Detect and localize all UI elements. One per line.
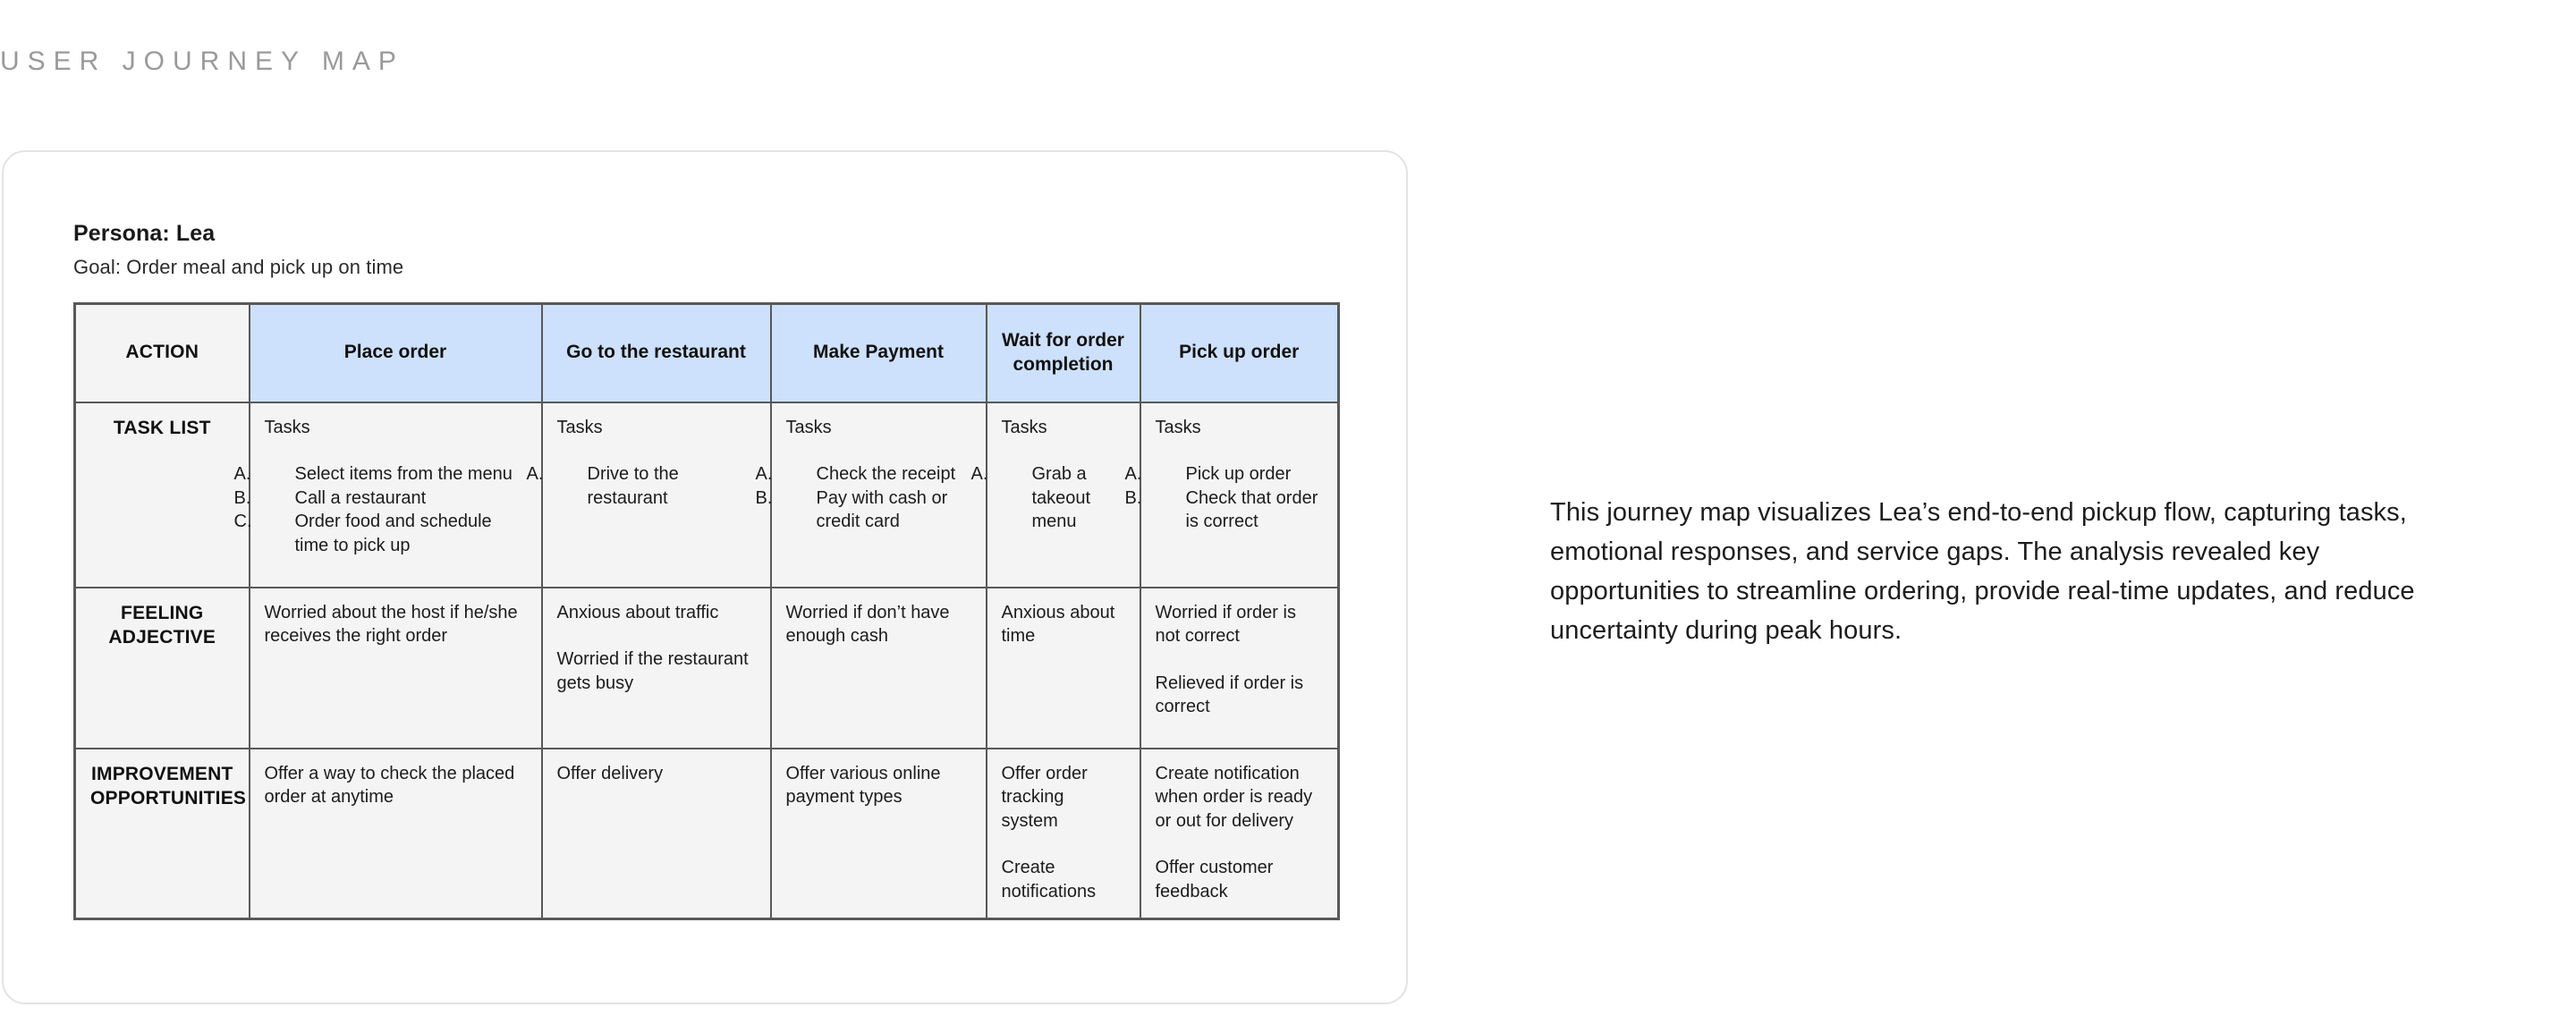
task-marker: A.: [233, 464, 251, 485]
cell-text-block: Worried about the host if he/she receive…: [264, 602, 518, 647]
task-marker: A.: [755, 464, 773, 485]
cell-text-block: Worried if don’t have enough cash: [785, 602, 950, 647]
cell-feeling-place-order: Worried about the host if he/she receive…: [248, 586, 543, 749]
task-marker: B.: [1124, 487, 1142, 508]
cell-lead-label: Tasks: [264, 417, 310, 437]
page-title: USER JOURNEY MAP: [0, 47, 404, 77]
cell-text-block: Offer various online payment types: [785, 763, 941, 808]
persona-goal: Goal: Order meal and pick up on time: [73, 256, 404, 278]
header-stage-wait-for-order-completion: Wait for order completion: [985, 302, 1141, 403]
cell-lead-label: Tasks: [1001, 417, 1047, 437]
cell-task-item: A.Pick up order: [1124, 462, 1324, 487]
cell-text-block: Create notification when order is ready …: [1155, 763, 1313, 831]
cell-text-block: Offer a way to check the placed order at…: [264, 763, 515, 808]
task-marker: B.: [755, 487, 773, 508]
cell-text-block: Offer customer feedback: [1155, 858, 1274, 901]
cell-task-list: A.Grab a takeout menu: [970, 462, 1125, 534]
table-header-row: ACTION Place order Go to the restaurant …: [73, 302, 1340, 403]
header-stage-make-payment: Make Payment: [769, 302, 987, 403]
header-action-label: ACTION: [73, 302, 250, 403]
cell-lead-label: Tasks: [785, 417, 832, 437]
cell-lead-label: Tasks: [556, 417, 603, 437]
journey-map-card: Persona: Lea Goal: Order meal and pick u…: [2, 150, 1408, 1004]
header-stage-place-order: Place order: [248, 302, 543, 403]
task-marker: C.: [233, 512, 252, 532]
persona-name: Persona: Lea: [73, 221, 216, 246]
cell-lead-label: Tasks: [1155, 417, 1201, 437]
task-marker: B.: [233, 487, 251, 508]
cell-text-block: Worried if the restaurant gets busy: [556, 649, 749, 693]
row-label-improvement-opportunities: IMPROVEMENT OPPORTUNITIES: [73, 747, 250, 920]
cell-text-block: Anxious about traffic: [556, 602, 719, 622]
cell-task-item: B.Call a restaurant: [233, 487, 527, 511]
cell-task-item: A.Select items from the menu: [233, 462, 527, 487]
task-marker: A.: [526, 464, 544, 485]
cell-text-block: Offer delivery: [556, 763, 664, 783]
cell-feeling-make-payment: Worried if don’t have enough cash: [769, 586, 987, 749]
cell-text-block: Anxious about time: [1001, 602, 1115, 647]
header-stage-go-to-the-restaurant: Go to the restaurant: [540, 302, 772, 403]
cell-task-item: B.Check that order is correct: [1124, 487, 1318, 532]
cell-improvement-make-payment: Offer various online payment types: [769, 747, 987, 920]
row-label-feeling-adjective: FEELING ADJECTIVE: [73, 586, 250, 749]
task-marker: A.: [970, 464, 988, 485]
cell-task-item: A.Check the receipt: [755, 462, 971, 487]
table-row-feeling-adjective: FEELING ADJECTIVE Worried about the host…: [73, 586, 1340, 749]
cell-text-block: Offer order tracking system: [1001, 763, 1088, 831]
cell-task-item: B.Pay with cash or credit card: [755, 487, 948, 532]
journey-table: ACTION Place order Go to the restaurant …: [73, 302, 1340, 921]
cell-task-item: A.Grab a takeout menu: [970, 464, 1091, 532]
cell-task-item: C.Order food and schedule time to pick u…: [233, 512, 492, 555]
cell-improvement-go-to-the-restaurant: Offer delivery: [540, 747, 772, 920]
cell-text-block: Create notifications: [1001, 858, 1097, 901]
cell-improvement-pick-up-order: Create notification when order is ready …: [1139, 747, 1340, 920]
cell-feeling-wait-for-order-completion: Anxious about time: [985, 586, 1141, 749]
cell-task-list: A.Drive to the restaurant: [526, 462, 756, 510]
card-content: Persona: Lea Goal: Order meal and pick u…: [73, 221, 1370, 921]
table-row-improvement-opportunities: IMPROVEMENT OPPORTUNITIES Offer a way to…: [73, 747, 1340, 920]
journey-summary-paragraph: This journey map visualizes Lea’s end-to…: [1550, 498, 2415, 646]
cell-text-block: Worried if order is not correct: [1155, 602, 1296, 647]
header-stage-pick-up-order: Pick up order: [1139, 302, 1340, 403]
cell-task-item: A.Drive to the restaurant: [526, 464, 679, 508]
task-marker: A.: [1124, 464, 1142, 485]
cell-text-block: Relieved if order is correct: [1155, 673, 1304, 717]
cell-improvement-place-order: Offer a way to check the placed order at…: [248, 747, 543, 920]
row-label-task-list: TASK LIST: [73, 401, 250, 588]
